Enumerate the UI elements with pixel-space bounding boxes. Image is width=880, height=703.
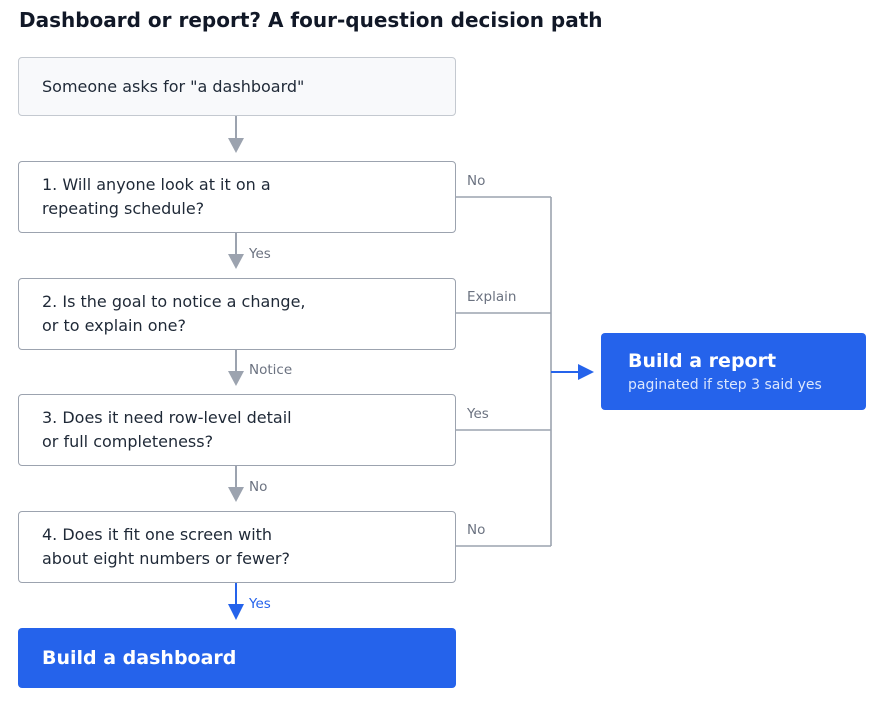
q2-notice-label: Notice (249, 362, 293, 378)
outcome-report-note: paginated if step 3 said yes (628, 377, 822, 393)
q3-yes-label: Yes (467, 406, 489, 422)
question-3-line-1: 3. Does it need row-level detail (42, 408, 292, 427)
q4-yes-label: Yes (249, 596, 271, 612)
arrowhead-dashboard (228, 604, 244, 620)
question-4-line-1: 4. Does it fit one screen with (42, 525, 273, 544)
arrowhead-q1 (228, 138, 244, 153)
question-2-line-1: 2. Is the goal to notice a change, (42, 292, 306, 311)
start-text: Someone asks for "a dashboard" (42, 76, 305, 96)
q1-no-label: No (467, 173, 486, 189)
arrowhead-q2 (228, 254, 244, 269)
q4-no-label: No (467, 522, 486, 538)
start-node: Someone asks for "a dashboard" (18, 57, 456, 116)
question-1-line-2: repeating schedule? (42, 199, 205, 218)
question-3-line-2: or full completeness? (42, 432, 214, 451)
q2-explain-label: Explain (467, 289, 517, 305)
arrowhead-q3 (228, 371, 244, 386)
question-2: 2. Is the goal to notice a change, or to… (18, 278, 456, 350)
q1-yes-label: Yes (249, 246, 271, 262)
arrowhead-report (578, 364, 594, 380)
question-1: 1. Will anyone look at it on a repeating… (18, 161, 456, 233)
q3-no-label: No (249, 479, 268, 495)
diagram-title: Dashboard or report? A four-question dec… (19, 8, 603, 32)
question-2-line-2: or to explain one? (42, 316, 186, 335)
outcome-dashboard-label: Build a dashboard (42, 647, 237, 669)
question-4-line-2: about eight numbers or fewer? (42, 549, 290, 568)
outcome-dashboard: Build a dashboard (18, 628, 456, 688)
question-3: 3. Does it need row-level detail or full… (18, 394, 456, 466)
question-1-line-1: 1. Will anyone look at it on a (42, 175, 271, 194)
arrowhead-q4 (228, 487, 244, 502)
outcome-report-label: Build a report (628, 350, 777, 372)
outcome-report: Build a report paginated if step 3 said … (601, 333, 866, 410)
question-4: 4. Does it fit one screen with about eig… (18, 511, 456, 583)
